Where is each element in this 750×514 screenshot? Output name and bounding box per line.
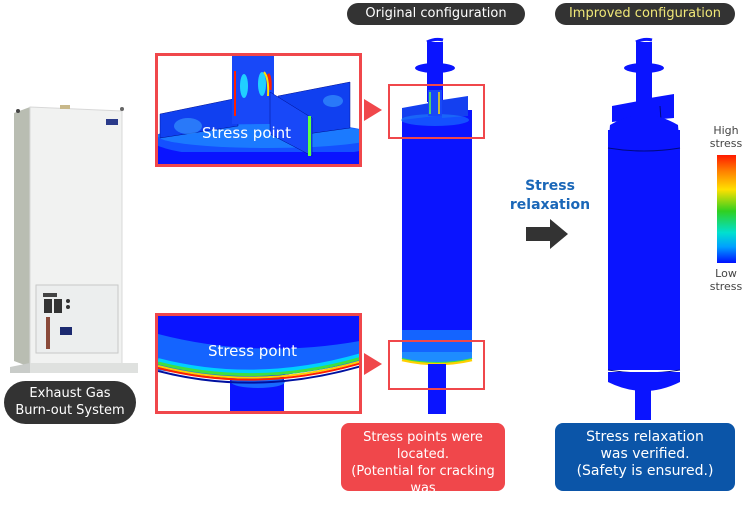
- stress-color-scale: [717, 155, 736, 263]
- legend-high-label: High stress: [701, 124, 750, 150]
- original-result-note: Stress points were located. (Potential f…: [341, 423, 505, 513]
- system-label-line2: Burn-out System: [15, 403, 125, 418]
- original-note-line2: (Potential for cracking was: [351, 464, 495, 496]
- improved-note-line2: was verified.: [600, 446, 690, 462]
- legend-high-line1: High: [713, 124, 739, 137]
- bottom-stress-callout: Stress point: [155, 313, 362, 414]
- exhaust-gas-system-photo: [10, 105, 140, 375]
- top-stress-callout: Stress point: [155, 53, 362, 167]
- top-callout-pointer: [364, 99, 382, 121]
- improved-note-line1: Stress relaxation: [586, 429, 704, 445]
- legend-high-line2: stress: [709, 137, 743, 150]
- original-note-line3: verified.): [393, 498, 453, 513]
- original-top-highlight-box: [388, 84, 485, 139]
- original-bottom-highlight-box: [388, 340, 485, 390]
- top-stress-point-label: Stress point: [201, 124, 292, 142]
- stress-relaxation-line2: relaxation: [509, 197, 591, 213]
- original-note-line1: Stress points were located.: [363, 430, 483, 462]
- system-label: Exhaust Gas Burn-out System: [4, 381, 136, 424]
- original-configuration-header: Original configuration: [347, 3, 525, 25]
- improved-configuration-header: Improved configuration: [555, 3, 735, 25]
- legend-low-line1: Low: [715, 267, 737, 280]
- bottom-callout-pointer: [364, 353, 382, 375]
- bottom-stress-point-label: Stress point: [207, 342, 298, 360]
- improved-configuration-model: [590, 30, 700, 436]
- legend-low-label: Low stress: [701, 267, 750, 293]
- legend-low-line2: stress: [709, 280, 743, 293]
- stress-relaxation-line1: Stress: [525, 178, 575, 194]
- improved-note-line3: (Safety is ensured.): [576, 463, 714, 479]
- improved-result-note: Stress relaxation was verified. (Safety …: [555, 423, 735, 491]
- stress-relaxation-label: Stress relaxation: [505, 177, 595, 215]
- system-label-line1: Exhaust Gas: [29, 386, 111, 401]
- right-arrow-icon: [526, 219, 570, 249]
- original-configuration-model: [390, 30, 490, 420]
